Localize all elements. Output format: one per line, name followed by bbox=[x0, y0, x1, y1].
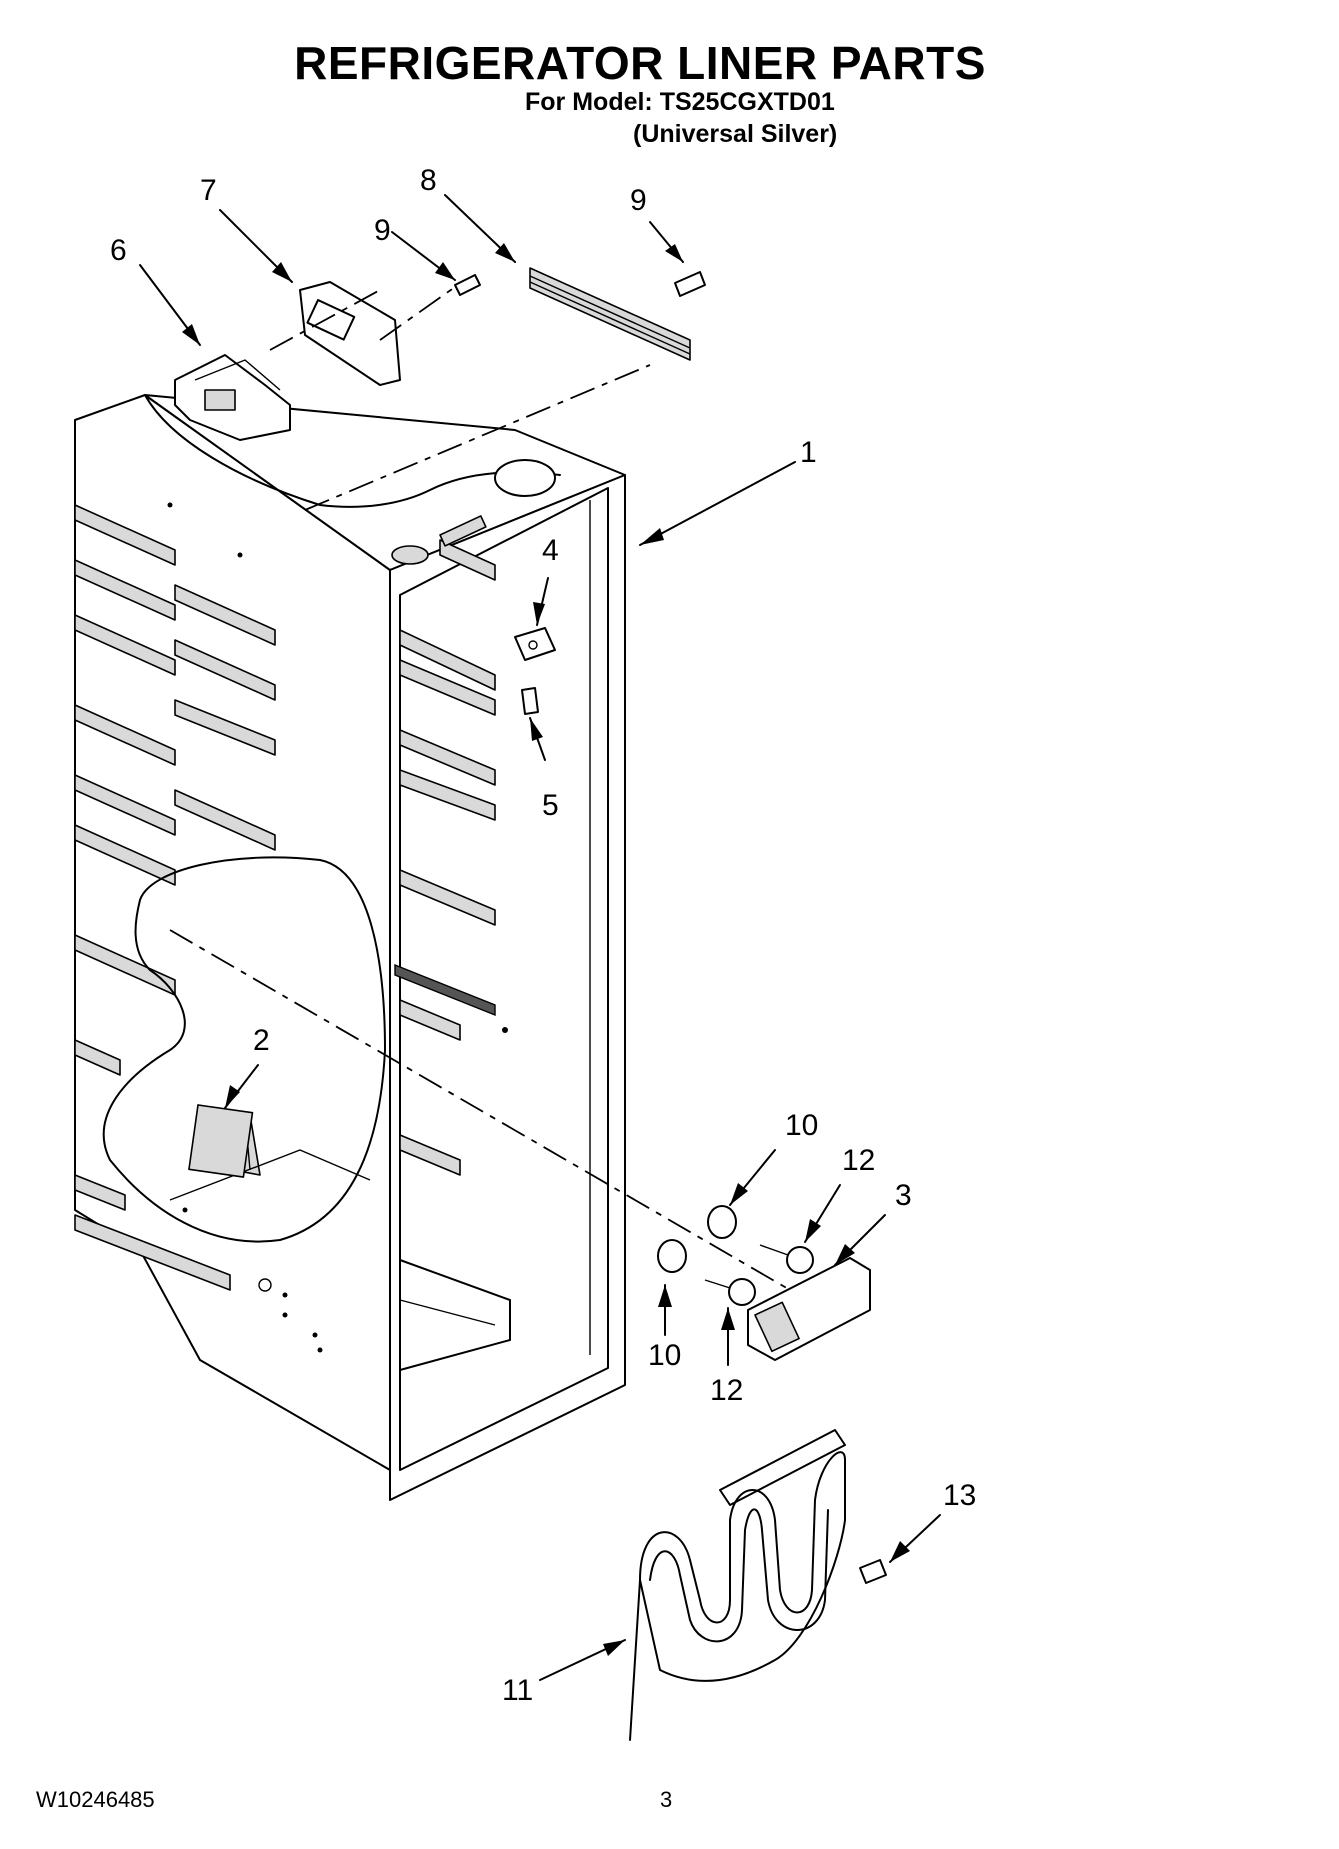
callout-7: 7 bbox=[200, 174, 217, 207]
part-8-strip bbox=[529, 267, 691, 361]
liner-cabinet bbox=[74, 394, 626, 1501]
callout-5: 5 bbox=[542, 789, 559, 822]
assembly-line-screw9 bbox=[379, 286, 456, 341]
callout-8: 8 bbox=[420, 164, 437, 197]
shelf-rails-right bbox=[394, 539, 496, 1176]
page-number: 3 bbox=[660, 1787, 673, 1812]
part-3-light-housing bbox=[747, 1257, 871, 1361]
part-9-screws bbox=[454, 271, 706, 297]
callout-2: 2 bbox=[253, 1024, 270, 1057]
part-12-bulbs bbox=[704, 1244, 814, 1306]
callout-11: 11 bbox=[502, 1674, 533, 1707]
part-13-screw bbox=[859, 1559, 887, 1584]
callout-12b: 12 bbox=[710, 1374, 743, 1407]
callout-arrows bbox=[139, 194, 941, 1681]
assembly-line-top bbox=[304, 364, 651, 511]
callout-6: 6 bbox=[110, 234, 127, 267]
part-11-heater bbox=[629, 1429, 846, 1741]
page-title: REFRIGERATOR LINER PARTS bbox=[294, 37, 986, 89]
callout-1: 1 bbox=[800, 436, 817, 469]
part-6-control-housing bbox=[174, 354, 291, 441]
part-7-bracket bbox=[299, 281, 401, 386]
part-5-screw bbox=[521, 687, 539, 715]
variant-line: (Universal Silver) bbox=[633, 120, 838, 148]
mounting-holes bbox=[167, 502, 508, 1353]
callout-12a: 12 bbox=[842, 1144, 875, 1177]
assembly-line-light bbox=[169, 929, 791, 1291]
shelf-rails-left bbox=[74, 504, 276, 1291]
callout-13: 13 bbox=[943, 1479, 976, 1512]
callout-9a: 9 bbox=[374, 214, 391, 247]
callout-10a: 10 bbox=[785, 1109, 818, 1142]
callout-3: 3 bbox=[895, 1179, 912, 1212]
part-2-bracket bbox=[188, 1104, 254, 1178]
callout-labels: 1 2 3 4 5 6 7 8 9 9 10 10 11 12 12 13 bbox=[110, 164, 976, 1707]
callout-9b: 9 bbox=[630, 184, 647, 217]
document-number: W10246485 bbox=[36, 1787, 155, 1812]
callout-10b: 10 bbox=[648, 1339, 681, 1372]
callout-4: 4 bbox=[542, 534, 559, 567]
assembly-line-bracket bbox=[269, 289, 381, 351]
part-4-clip bbox=[514, 627, 556, 661]
model-line: For Model: TS25CGXTD01 bbox=[525, 88, 835, 116]
part-10-sockets bbox=[657, 1205, 737, 1273]
